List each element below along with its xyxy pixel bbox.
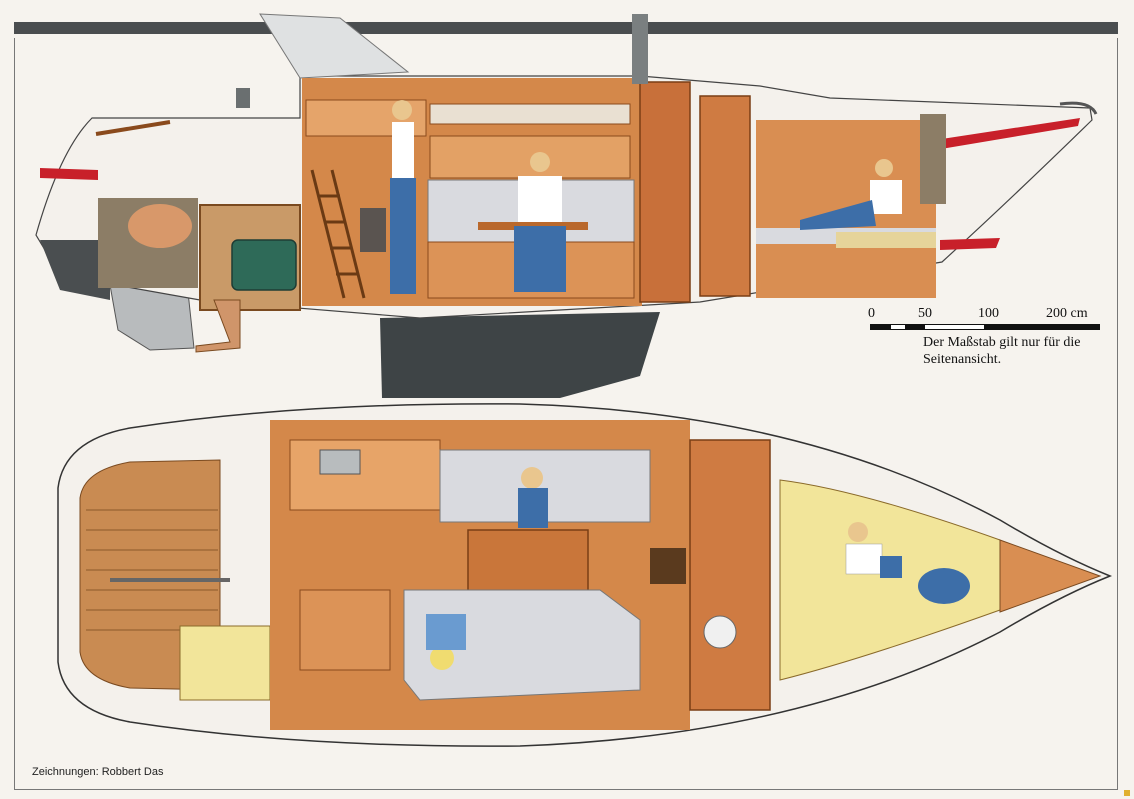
- person-reclining-forepeak: [800, 159, 902, 230]
- companionway-ladder: [310, 169, 366, 299]
- scale-tick-0: 0: [868, 306, 875, 321]
- heads-compartment: [689, 439, 771, 711]
- bow-pulpit: [1059, 101, 1098, 115]
- chart-table: [299, 589, 391, 671]
- stripe-fore: [935, 118, 1080, 150]
- scale-bar: [870, 324, 1100, 330]
- person-plan-settee: [426, 614, 466, 670]
- scale-tick-50: 50: [918, 306, 932, 321]
- mast-compression-post: [639, 81, 691, 303]
- galley-counter: [289, 439, 441, 511]
- toilet: [703, 615, 737, 649]
- galley-sink: [319, 449, 361, 475]
- cabin-windows: [429, 103, 631, 125]
- person-plan-forepeak: [845, 522, 902, 578]
- anchor-locker: [920, 114, 946, 204]
- scale-tick-labels: 0 50 100 200 cm: [868, 306, 1103, 322]
- galley-stove: [360, 208, 386, 252]
- page-frame: [14, 38, 1118, 790]
- scale-note: Der Maßstab gilt nur für die Seitenansic…: [923, 335, 1081, 367]
- hull-bottom: [40, 240, 110, 300]
- scale-tick-100: 100: [978, 306, 999, 321]
- person-standing-galley: [390, 100, 416, 294]
- winch: [236, 88, 250, 108]
- corner-fleck: [1124, 790, 1130, 796]
- exhaust-pipe: [195, 299, 241, 353]
- drawing-credit: Zeichnungen: Robbert Das: [32, 766, 164, 778]
- sprayhood: [259, 13, 410, 79]
- engine: [231, 239, 297, 291]
- fender: [128, 204, 192, 248]
- stripe-aft: [40, 168, 98, 180]
- mast-stub: [632, 14, 648, 84]
- upper-lockers: [429, 135, 631, 179]
- scale-tick-200: 200 cm: [1046, 306, 1088, 321]
- keel: [380, 312, 660, 398]
- plan-view: [57, 403, 1113, 747]
- anchor-well: [999, 539, 1102, 613]
- person-plan-galley: [518, 467, 548, 528]
- berth-cushion-speckled: [836, 232, 936, 248]
- person-seated-saloon: [514, 152, 566, 292]
- heads-door: [699, 95, 751, 297]
- stripe-fore-low: [940, 238, 1000, 250]
- quarter-berth: [179, 625, 271, 701]
- tiller: [95, 120, 171, 136]
- scale-legend: 0 50 100 200 cm Der Maßstab gilt nur für…: [868, 306, 1103, 376]
- side-view: [35, 13, 1098, 398]
- floor-grate: [650, 548, 686, 584]
- person-plan-bow: [918, 568, 970, 604]
